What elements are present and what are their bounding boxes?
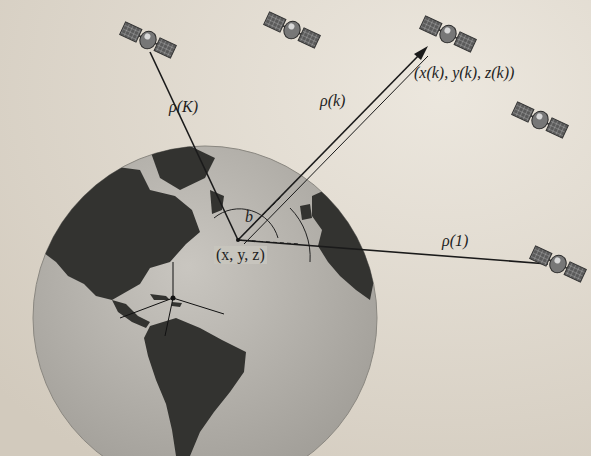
range-label: ρ(k) — [318, 92, 347, 110]
range-label: ρ(K) — [167, 98, 200, 116]
satellite-coordinates: (x(k), y(k), z(k)) — [412, 64, 516, 82]
clock-bias-label: b — [243, 208, 255, 226]
range-label: ρ(1) — [440, 232, 470, 250]
receiver-coordinates: (x, y, z) — [214, 246, 267, 264]
